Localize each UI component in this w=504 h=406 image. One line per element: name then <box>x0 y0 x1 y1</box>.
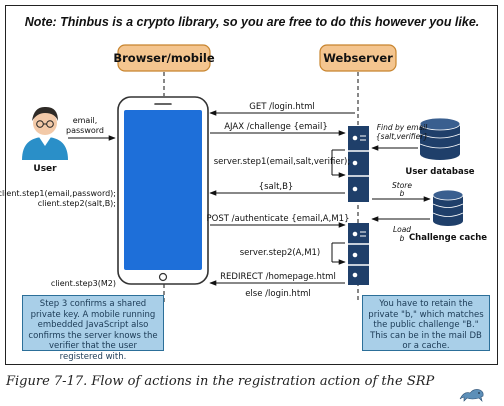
phone-screen <box>124 110 202 270</box>
user-label: User <box>33 164 57 174</box>
note-text: Note: Thinbus is a crypto library, so yo… <box>24 15 480 29</box>
client-step3-label: client.step3(M2) <box>51 279 116 288</box>
get-login-label: GET /login.html <box>249 102 315 112</box>
browser-header-box <box>117 44 211 72</box>
client-step1-label: client.step1(email,password); <box>0 189 116 198</box>
post-authenticate-label: POST /authenticate {email,A,M1} <box>207 214 350 224</box>
user-database-label: User database <box>405 167 474 177</box>
user-input-line1: email, <box>73 116 98 125</box>
server-step2-label: server.step2(A,M1) <box>240 248 321 258</box>
webserver-header-box <box>319 44 397 72</box>
user-icon <box>22 106 68 160</box>
client-step2-label: client.step2(salt,B); <box>38 199 116 208</box>
ajax-challenge-label: AJAX /challenge {email} <box>224 122 328 132</box>
find-by-email-line2: {salt,verifier} <box>376 132 428 141</box>
store-b-line1: Store <box>392 181 412 190</box>
else-login-label: else /login.html <box>245 289 311 299</box>
user-database-icon <box>419 117 461 160</box>
load-b-line2: b <box>400 234 405 243</box>
salt-b-label: {salt,B} <box>259 182 294 192</box>
redirect-label: REDIRECT /homepage.html <box>220 272 336 282</box>
load-b-line1: Load <box>393 225 411 234</box>
webserver-header-label: Webserver <box>323 51 393 65</box>
challenge-cache-label: Challenge cache <box>409 233 487 243</box>
user-input-line2: password <box>66 126 104 135</box>
phone-home-button <box>158 272 168 282</box>
step3-callout: Step 3 confirms a shared private key. A … <box>22 295 164 362</box>
server-rack-1 <box>348 126 369 202</box>
browser-header-label: Browser/mobile <box>113 51 214 65</box>
store-b-line2: b <box>400 189 405 198</box>
find-by-email-line1: Find by email <box>377 123 428 132</box>
retain-b-callout: You have to retain the private "b," whic… <box>362 295 490 351</box>
server-rack-2 <box>348 223 369 285</box>
figure-caption: Figure 7-17. Flow of actions in the regi… <box>6 374 435 389</box>
challenge-cache-icon <box>432 189 464 226</box>
server-step1-label: server.step1(email,salt,verifier); <box>214 157 351 167</box>
animal-logo-icon <box>459 389 484 402</box>
